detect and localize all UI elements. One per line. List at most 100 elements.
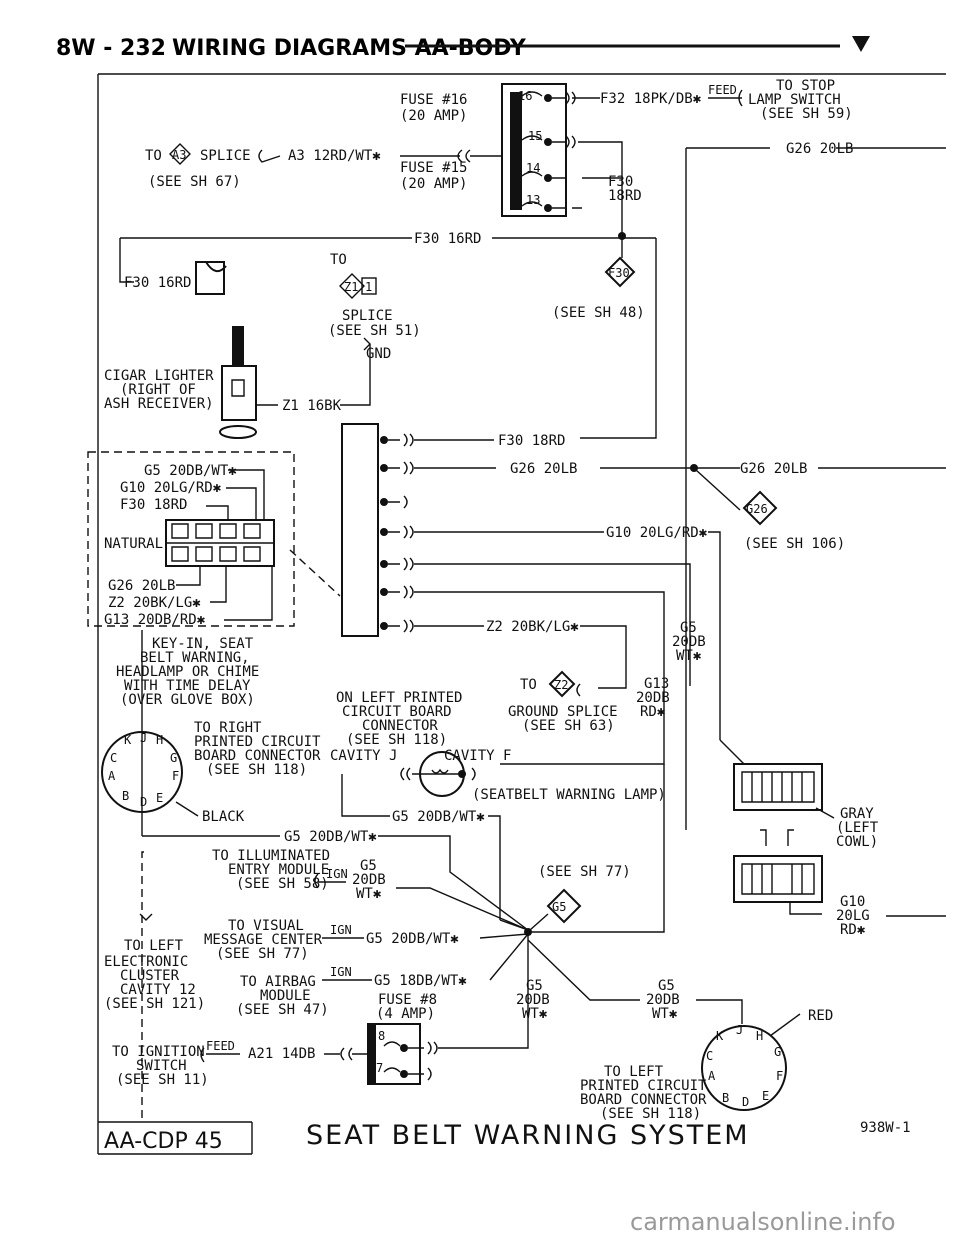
z1-splice-icon bbox=[339, 273, 365, 299]
lc-4: CAVITY 12 bbox=[120, 982, 196, 998]
ground-trunk-left bbox=[141, 851, 144, 1122]
cavity-8: 8 bbox=[378, 1029, 385, 1043]
g5-lower-1: G5 bbox=[526, 978, 543, 994]
stop-lamp-1: TO STOP bbox=[776, 78, 835, 94]
g5-illum-2: 20DB bbox=[352, 872, 386, 888]
lpcb-pin-b: B bbox=[722, 1091, 729, 1105]
lpcb-3: CONNECTOR bbox=[362, 718, 438, 734]
gray-cowl-connector-icon bbox=[733, 763, 823, 811]
g5-right-1: G5 bbox=[680, 620, 697, 636]
watermark: carmanualsonline.info bbox=[630, 1208, 896, 1236]
rpcb-4: (SEE SH 118) bbox=[206, 762, 307, 778]
center-pins bbox=[380, 436, 388, 630]
cigar-lighter-body bbox=[195, 261, 227, 295]
cigar-3: ASH RECEIVER) bbox=[104, 396, 214, 412]
illum-1: TO ILLUMINATED bbox=[212, 848, 330, 864]
splice-z1-1: SPLICE bbox=[342, 308, 393, 324]
g10-right-2: 20LG bbox=[836, 908, 870, 924]
vmc-2: MESSAGE CENTER bbox=[204, 932, 323, 948]
g26-splice-icon bbox=[742, 490, 778, 526]
rpcb-pin-a: A bbox=[108, 769, 116, 783]
gnd-label: GND bbox=[366, 346, 391, 362]
f30-splice-icon bbox=[604, 256, 636, 288]
keyin-3: HEADLAMP OR CHIME bbox=[116, 664, 259, 680]
g5-illum-1: G5 bbox=[360, 858, 377, 874]
cigar-1: CIGAR LIGHTER bbox=[104, 368, 214, 384]
g10-right-1: G10 bbox=[840, 894, 865, 910]
keyin-1: KEY-IN, SEAT bbox=[152, 636, 254, 652]
g5-lower-r2: 20DB bbox=[646, 992, 680, 1008]
keyin-module-box bbox=[87, 451, 295, 627]
g13-1: G13 bbox=[644, 676, 669, 692]
legend-g13: G13 20DB/RD✱ bbox=[104, 612, 206, 628]
g10-right-3: RD✱ bbox=[840, 922, 866, 938]
g5-lower-r1: G5 bbox=[658, 978, 675, 994]
ground-1: GROUND SPLICE bbox=[508, 704, 618, 720]
wire-g5-visual: G5 20DB/WT✱ bbox=[366, 931, 459, 947]
see-sh48: (SEE SH 48) bbox=[552, 305, 645, 321]
wire-g26-conn: G26 20LB bbox=[510, 461, 577, 477]
wire-z2-conn: Z2 20BK/LG✱ bbox=[486, 619, 579, 635]
lc-2: ELECTRONIC bbox=[104, 954, 188, 970]
cavity-16: 16 bbox=[518, 89, 532, 103]
page-number: 8W - 232 bbox=[56, 36, 166, 61]
fuse8-rating: (4 AMP) bbox=[376, 1006, 435, 1022]
wire-f30-16rd-top: F30 16RD bbox=[414, 231, 481, 247]
g13-3: RD✱ bbox=[640, 704, 666, 720]
cavity-f: CAVITY F bbox=[444, 748, 511, 764]
g5-lower-3: WT✱ bbox=[522, 1006, 548, 1022]
rpcb-pin-c: C bbox=[110, 751, 117, 765]
lpcb-pin-h: H bbox=[756, 1029, 763, 1043]
fuse15-rating: (20 AMP) bbox=[400, 176, 467, 192]
fuse-block-bus bbox=[510, 92, 522, 210]
rpcb-pin-k: K bbox=[124, 733, 132, 747]
illum-2: ENTRY MODULE bbox=[228, 862, 329, 878]
legend-g5: G5 20DB/WT✱ bbox=[144, 463, 237, 479]
g5-splice-icon bbox=[546, 888, 582, 924]
keyin-2: BELT WARNING, bbox=[140, 650, 250, 666]
lpcb-pin-j: J bbox=[736, 1023, 743, 1037]
wire-feed: FEED bbox=[708, 83, 737, 97]
z2-splice-icon bbox=[548, 670, 576, 698]
g5-lower-r3: WT✱ bbox=[652, 1006, 678, 1022]
black-label: BLACK bbox=[202, 809, 245, 825]
air-1: TO AIRBAG bbox=[240, 974, 316, 990]
figure-number: 938W-1 bbox=[860, 1120, 911, 1136]
g5-tag: G5 bbox=[552, 900, 566, 914]
wire-g26-top: G26 20LB bbox=[786, 141, 853, 157]
wire-g10-conn: G10 20LG/RD✱ bbox=[606, 525, 708, 541]
keyin-5: (OVER GLOVE BOX) bbox=[120, 692, 255, 708]
to-z2: TO bbox=[520, 677, 537, 693]
to-a3: TO bbox=[145, 148, 162, 164]
gray-3: COWL) bbox=[836, 834, 878, 850]
gray-1: GRAY bbox=[840, 806, 874, 822]
stop-lamp-3: (SEE SH 59) bbox=[760, 106, 853, 122]
lpcb-1: ON LEFT PRINTED bbox=[336, 690, 462, 706]
rpcb-1: TO RIGHT bbox=[194, 720, 262, 736]
see-sh67: (SEE SH 67) bbox=[148, 174, 241, 190]
splice-z1-2: (SEE SH 51) bbox=[328, 323, 421, 339]
g5-right-3: WT✱ bbox=[676, 648, 702, 664]
lpcb-pin-g: G bbox=[774, 1045, 781, 1059]
fuse15-name: FUSE #15 bbox=[400, 160, 467, 176]
lpcb-pin-f: F bbox=[776, 1069, 783, 1083]
cigar-element-icon bbox=[232, 326, 244, 366]
lpcb-connector-icon bbox=[701, 1025, 787, 1111]
cigar-2: (RIGHT OF bbox=[120, 382, 196, 398]
keyin-4: WITH TIME DELAY bbox=[124, 678, 251, 694]
splice-a3-word: SPLICE bbox=[200, 148, 251, 164]
z2-tag: Z2 bbox=[554, 678, 568, 692]
fuse16-name: FUSE #16 bbox=[400, 92, 467, 108]
ground-2: (SEE SH 63) bbox=[522, 718, 615, 734]
wire-g26-right: G26 20LB bbox=[740, 461, 807, 477]
fuse-block-outline bbox=[501, 83, 567, 217]
to-z1: TO bbox=[330, 252, 347, 268]
lpcb2-4: (SEE SH 118) bbox=[600, 1106, 701, 1122]
wire-f30-v2: 18RD bbox=[608, 188, 642, 204]
fuse-elements bbox=[521, 91, 543, 207]
section-title: WIRING DIAGRAMS AA-BODY bbox=[172, 36, 527, 61]
red-label: RED bbox=[808, 1008, 833, 1024]
ign-sw-1: TO IGNITION bbox=[112, 1044, 205, 1060]
g13-2: 20DB bbox=[636, 690, 670, 706]
